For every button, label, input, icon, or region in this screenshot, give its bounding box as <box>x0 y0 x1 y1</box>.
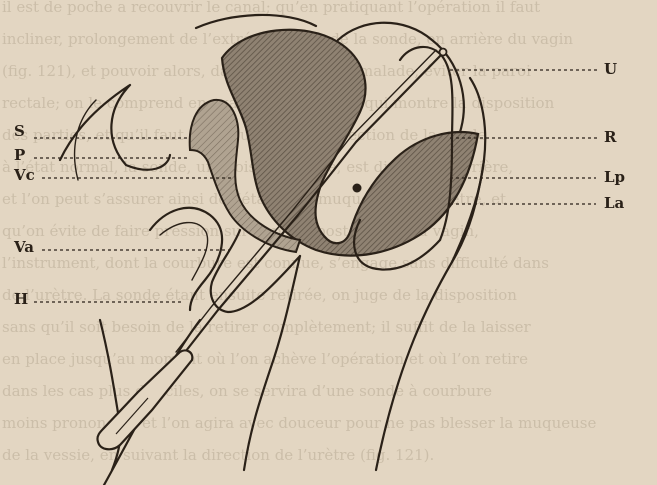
label-Vc: Vc <box>13 166 35 184</box>
label-P: P <box>14 146 25 164</box>
background-text-line: en place jusqu’au moment où l’on achève … <box>2 350 528 368</box>
label-Lp: Lp <box>604 168 625 186</box>
sound-knot <box>353 184 362 193</box>
background-text-line: sans qu’il soit besoin de la retirer com… <box>2 318 532 336</box>
label-R: R <box>604 128 617 146</box>
background-text-line: de la vessie, en suivant la direction de… <box>2 446 434 464</box>
background-text-line: moins prononcée, et l’on agira avec douc… <box>2 414 597 432</box>
label-Va: Va <box>13 238 34 256</box>
label-La: La <box>604 194 625 212</box>
label-H: H <box>14 290 28 308</box>
label-S: S <box>14 122 25 140</box>
background-text-line: l’instrument, dont la courbure est connu… <box>2 254 549 272</box>
cervix-posterior-contour <box>196 15 316 28</box>
background-text-line: il est de poche a recouvrir le canal; qu… <box>2 0 540 16</box>
background-text-line: de l’urètre. La sonde étant ensuite reti… <box>2 286 517 304</box>
background-text-line: dans les cas plus difficiles, on se serv… <box>2 382 492 400</box>
label-U: U <box>604 60 617 78</box>
sound-tip <box>440 49 447 56</box>
